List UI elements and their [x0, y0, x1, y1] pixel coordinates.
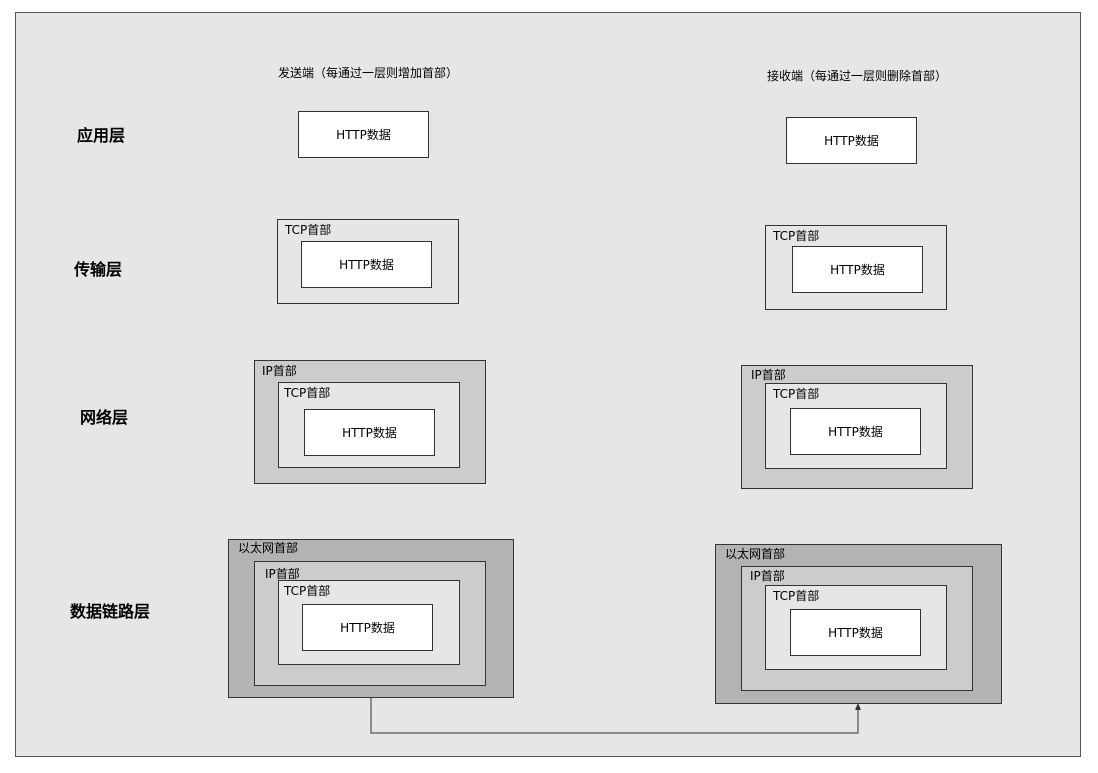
connector-line — [370, 698, 859, 734]
receiver-datalink-http-data: HTTP数据 — [790, 609, 921, 656]
layer-label-datalink: 数据链路层 — [70, 602, 151, 621]
ip-header-label: IP首部 — [751, 368, 786, 382]
tcp-header-label: TCP首部 — [773, 229, 820, 243]
ip-header-label: IP首部 — [750, 569, 785, 583]
sender-datalink-http-data: HTTP数据 — [302, 604, 433, 651]
receiver-app-http-data: HTTP数据 — [786, 117, 917, 164]
tcp-header-label: TCP首部 — [773, 387, 820, 401]
layer-label-transport: 传输层 — [74, 260, 123, 279]
receiver-network-http-data: HTTP数据 — [790, 408, 921, 455]
ip-header-label: IP首部 — [265, 567, 300, 581]
sender-transport-http-data: HTTP数据 — [301, 241, 432, 288]
tcp-header-label: TCP首部 — [284, 386, 331, 400]
sender-network-http-data: HTTP数据 — [304, 409, 435, 456]
receiver-title: 接收端（每通过一层则删除首部） — [767, 69, 948, 83]
layer-label-network: 网络层 — [80, 408, 129, 427]
layer-label-application: 应用层 — [77, 126, 126, 145]
ip-header-label: IP首部 — [262, 364, 297, 378]
ethernet-header-label: 以太网首部 — [725, 547, 786, 561]
ethernet-header-label: 以太网首部 — [238, 541, 299, 555]
arrow-head-icon — [855, 703, 861, 710]
sender-title: 发送端（每通过一层则增加首部） — [278, 66, 459, 80]
sender-app-http-data: HTTP数据 — [298, 111, 429, 158]
tcp-header-label: TCP首部 — [284, 584, 331, 598]
tcp-header-label: TCP首部 — [285, 223, 332, 237]
tcp-header-label: TCP首部 — [773, 589, 820, 603]
receiver-transport-http-data: HTTP数据 — [792, 246, 923, 293]
